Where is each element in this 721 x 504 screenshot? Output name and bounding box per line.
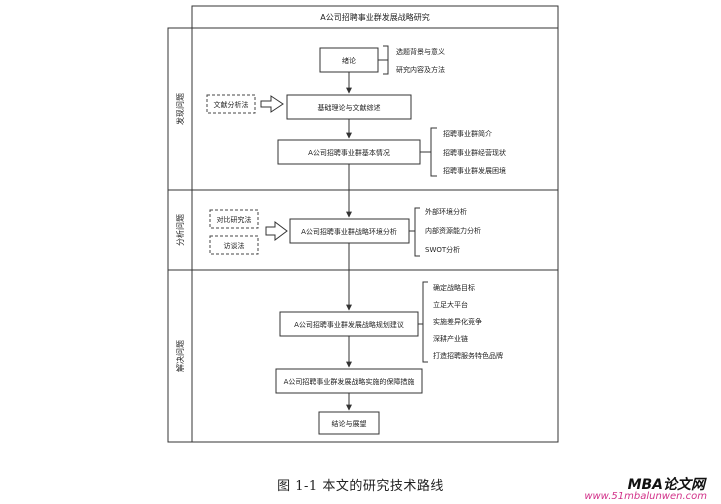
note-plan-3: 实施差异化竞争 [433, 317, 482, 326]
watermark-url: www.51mbalunwen.com [584, 491, 707, 502]
watermark-brand: MBA论文网 [627, 477, 705, 493]
method-arrow-analysis [265, 221, 288, 241]
note-basic-1: 招聘事业群简介 [443, 129, 492, 138]
flow-box-intro [319, 47, 379, 73]
method-label-comparative: 对比研究法 [217, 215, 252, 224]
flow-label-guarantee: A公司招聘事业群发展战略实施的保障措施 [284, 377, 415, 386]
method-label-literature: 文献分析法 [214, 100, 249, 109]
method-box-interview [209, 235, 259, 255]
flow-label-plan: A公司招聘事业群发展战略规划建议 [294, 320, 404, 329]
note-env-3: SWOT分析 [425, 245, 460, 254]
method-label-interview: 访谈法 [224, 241, 245, 250]
flow-label-conclusion: 结论与展望 [332, 419, 367, 428]
technical-route-diagram: A公司招聘事业群发展战略研究 发现问题 分析问题 解决问题 绪论 基础理论与文献… [167, 5, 559, 443]
bracket-plan [422, 281, 428, 363]
note-env-1: 外部环境分析 [425, 207, 467, 216]
flow-box-env [289, 218, 410, 244]
section-label-analyze: 分析问题 [175, 214, 185, 246]
diagram-title: A公司招聘事业群发展战略研究 [320, 12, 429, 22]
bracket-env [414, 207, 420, 257]
flow-label-basic: A公司招聘事业群基本情况 [308, 148, 390, 157]
method-box-literature [206, 94, 256, 114]
note-plan-1: 确定战略目标 [433, 283, 475, 292]
note-plan-4: 深耕产业链 [433, 334, 468, 343]
note-basic-3: 招聘事业群发展困境 [443, 166, 506, 175]
flow-box-theory [286, 94, 412, 120]
flow-box-plan [279, 311, 419, 337]
method-arrow-literature [260, 95, 284, 113]
flow-label-intro: 绪论 [342, 56, 356, 65]
note-basic-2: 招聘事业群经营现状 [443, 148, 506, 157]
note-intro-1: 选题背景与意义 [396, 47, 445, 56]
flow-box-conclusion [318, 411, 380, 435]
figure-caption: 图 1-1 本文的研究技术路线 [277, 479, 444, 494]
outer-frame [167, 27, 559, 443]
flow-label-env: A公司招聘事业群战略环境分析 [301, 227, 397, 236]
note-plan-2: 立足大平台 [433, 300, 468, 309]
section-label-solve: 解决问题 [175, 340, 185, 372]
note-intro-2: 研究内容及方法 [396, 65, 445, 74]
flow-box-basic [277, 139, 421, 165]
flow-label-theory: 基础理论与文献综述 [318, 103, 381, 112]
method-box-comparative [209, 209, 259, 229]
bracket-basic [430, 127, 437, 177]
note-env-2: 内部资源能力分析 [425, 226, 481, 235]
note-plan-5: 打造招聘服务特色品牌 [433, 351, 503, 360]
flow-box-guarantee [275, 368, 423, 394]
section-label-discover: 发现问题 [175, 93, 185, 125]
